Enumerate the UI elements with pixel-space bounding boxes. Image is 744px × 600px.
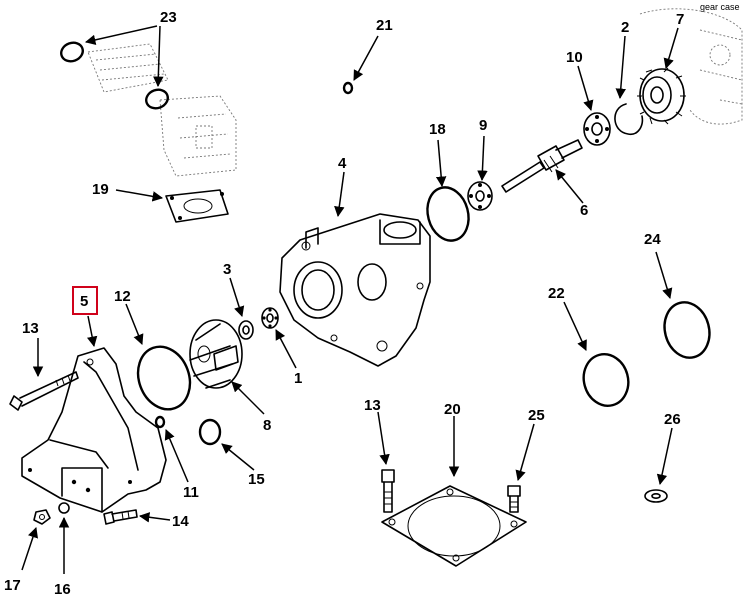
callout-9: 9 <box>479 117 487 134</box>
callout-4: 4 <box>338 155 347 172</box>
callout-18: 18 <box>429 121 446 138</box>
o-ring-21 <box>342 81 354 95</box>
callout-3: 3 <box>223 261 231 278</box>
o-ring-15 <box>198 418 222 446</box>
bearing-10 <box>583 112 611 146</box>
callout-24: 24 <box>644 231 661 248</box>
callout-15: 15 <box>248 471 265 488</box>
gear-case-ghost <box>639 8 743 125</box>
leader-lines <box>21 25 679 574</box>
callout-10: 10 <box>566 49 583 66</box>
callout-1: 1 <box>294 370 302 387</box>
retaining-ring-2 <box>614 103 644 136</box>
callout-5: 5 <box>80 293 88 310</box>
o-ring-22 <box>582 353 630 407</box>
callout-labels: 23 21 2 7 10 9 18 6 19 4 3 1 8 12 13 5 1… <box>4 9 684 598</box>
drive-gear-7 <box>637 67 686 125</box>
callout-25: 25 <box>528 407 545 424</box>
cap-screw-13-bottom <box>381 469 395 513</box>
callout-17: 17 <box>4 577 21 594</box>
pump-cover-5 <box>21 347 167 513</box>
callout-16: 16 <box>54 581 71 598</box>
pump-shaft-6 <box>501 139 583 193</box>
callout-8: 8 <box>263 417 271 434</box>
callout-5-highlight-box <box>72 286 98 315</box>
outlet-pipe-ghost <box>87 43 237 177</box>
callout-14: 14 <box>172 513 189 530</box>
gasket-20 <box>381 485 527 567</box>
cap-screw-25 <box>507 485 521 513</box>
o-ring-18 <box>426 186 470 242</box>
o-ring-23a <box>60 41 84 63</box>
gear-case-label: gear case <box>700 2 740 12</box>
washer-26 <box>644 489 668 503</box>
washer-16 <box>58 502 70 514</box>
callout-21: 21 <box>376 17 393 34</box>
callout-6: 6 <box>580 202 588 219</box>
bearing-9 <box>467 181 493 211</box>
callout-13-left: 13 <box>22 320 39 337</box>
o-ring-23b <box>145 88 169 110</box>
bearing-1 <box>261 307 279 329</box>
cap-screw-14 <box>103 509 138 525</box>
impeller-8 <box>189 319 243 389</box>
o-ring-11 <box>154 415 166 429</box>
o-ring-24 <box>663 301 711 359</box>
gasket-19 <box>165 189 229 223</box>
callout-26: 26 <box>664 411 681 428</box>
o-ring-12 <box>136 345 192 411</box>
callout-20: 20 <box>444 401 461 418</box>
callout-12: 12 <box>114 288 131 305</box>
callout-23: 23 <box>160 9 177 26</box>
callout-22: 22 <box>548 285 565 302</box>
callout-7: 7 <box>676 11 684 28</box>
callout-19: 19 <box>92 181 109 198</box>
callout-2: 2 <box>621 19 629 36</box>
cap-screw-13-left <box>9 371 79 411</box>
callout-11: 11 <box>183 484 199 501</box>
callout-13-bottom: 13 <box>364 397 381 414</box>
drain-plug-17 <box>33 509 51 525</box>
seal-3 <box>238 320 254 340</box>
pump-body-4 <box>279 213 431 367</box>
